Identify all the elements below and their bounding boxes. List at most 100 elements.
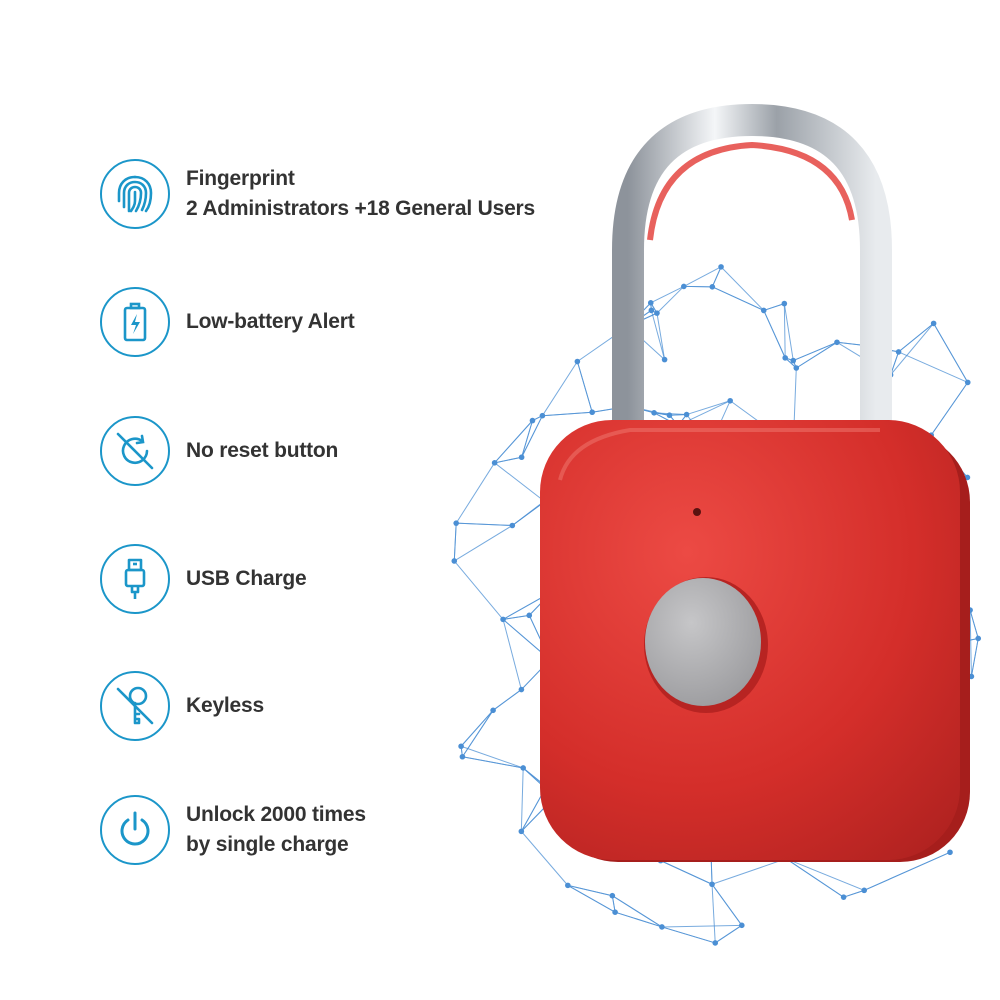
network-edge xyxy=(614,911,663,928)
feature-item: Low-battery Alert xyxy=(100,287,355,357)
network-node xyxy=(609,892,616,899)
network-node xyxy=(727,397,733,404)
network-edge xyxy=(521,415,543,458)
no-key-icon xyxy=(100,671,170,741)
network-edge xyxy=(863,851,951,891)
network-node xyxy=(709,881,715,888)
fingerprint-sensor xyxy=(645,578,761,706)
network-node xyxy=(718,264,724,270)
network-node xyxy=(793,365,800,371)
network-edge xyxy=(969,609,979,639)
network-node xyxy=(453,520,459,526)
no-reset-icon xyxy=(100,416,170,486)
network-edge xyxy=(567,884,613,897)
network-edge xyxy=(711,266,722,288)
network-edge xyxy=(843,889,865,898)
network-edge xyxy=(520,767,524,832)
network-edge xyxy=(969,610,972,677)
network-node xyxy=(930,320,937,327)
network-node xyxy=(648,307,655,314)
network-edge xyxy=(669,414,687,416)
network-node xyxy=(834,339,840,346)
network-edge xyxy=(763,303,785,311)
network-edge xyxy=(898,351,968,383)
network-edge xyxy=(890,323,935,376)
feature-item: Keyless xyxy=(100,671,264,741)
network-node xyxy=(518,686,525,693)
network-node xyxy=(490,707,496,714)
network-edge xyxy=(661,924,742,928)
power-icon xyxy=(100,795,170,865)
network-edge xyxy=(541,361,578,416)
network-edge xyxy=(454,525,513,562)
network-node xyxy=(661,356,668,363)
network-node xyxy=(459,753,466,760)
indicator-led xyxy=(693,508,701,516)
network-edge xyxy=(520,831,569,886)
network-node xyxy=(895,349,902,355)
network-edge xyxy=(453,560,504,620)
network-edge xyxy=(521,420,533,458)
network-edge xyxy=(796,341,838,369)
feature-item: No reset button xyxy=(100,416,338,486)
padlock-shackle xyxy=(612,103,892,455)
network-node xyxy=(968,673,975,680)
network-node xyxy=(964,379,971,386)
network-node xyxy=(712,940,719,946)
network-edge xyxy=(650,285,685,304)
battery-icon xyxy=(100,287,170,357)
feature-label: USB Charge xyxy=(186,564,307,594)
network-edge xyxy=(612,895,663,928)
network-node xyxy=(518,454,525,461)
usb-icon xyxy=(100,544,170,614)
network-node xyxy=(790,357,797,364)
network-node xyxy=(861,887,867,894)
network-node xyxy=(539,412,546,419)
network-edge xyxy=(494,456,522,464)
network-edge xyxy=(783,303,794,361)
feature-label-line: by single charge xyxy=(186,833,349,856)
network-edge xyxy=(686,400,731,416)
network-edge xyxy=(656,313,666,360)
network-node xyxy=(681,283,687,290)
network-edge xyxy=(456,522,513,526)
network-edge xyxy=(462,710,494,758)
network-edge xyxy=(793,341,838,362)
network-edge xyxy=(720,266,765,311)
network-edge xyxy=(650,310,666,360)
network-node xyxy=(709,284,716,290)
network-node xyxy=(529,417,536,424)
network-node xyxy=(458,743,464,750)
feature-label: No reset button xyxy=(186,436,338,466)
feature-label-line: Keyless xyxy=(186,694,264,717)
network-node xyxy=(840,894,847,900)
feature-label: Unlock 2000 times by single charge xyxy=(186,800,366,860)
network-node xyxy=(509,522,516,529)
network-node xyxy=(589,409,595,416)
network-node xyxy=(666,412,673,419)
network-node xyxy=(782,355,788,361)
network-edge xyxy=(711,883,743,926)
network-edge xyxy=(567,884,616,913)
feature-item: USB Charge xyxy=(100,544,307,614)
feature-label-line: Unlock 2000 times xyxy=(186,803,366,826)
network-edge xyxy=(683,266,722,287)
network-node xyxy=(565,882,571,889)
network-edge xyxy=(785,858,844,898)
network-edge xyxy=(933,323,969,383)
network-edge xyxy=(512,501,546,526)
network-node xyxy=(654,310,660,316)
network-edge xyxy=(502,619,522,690)
network-node xyxy=(526,612,533,619)
network-edge xyxy=(656,286,685,314)
network-edge xyxy=(660,860,713,885)
network-edge xyxy=(661,926,716,944)
network-node xyxy=(947,849,953,856)
network-edge xyxy=(785,858,865,891)
network-node xyxy=(760,307,767,314)
network-edge xyxy=(763,310,786,359)
feature-item: Unlock 2000 times by single charge xyxy=(100,795,366,865)
network-node xyxy=(683,411,690,418)
